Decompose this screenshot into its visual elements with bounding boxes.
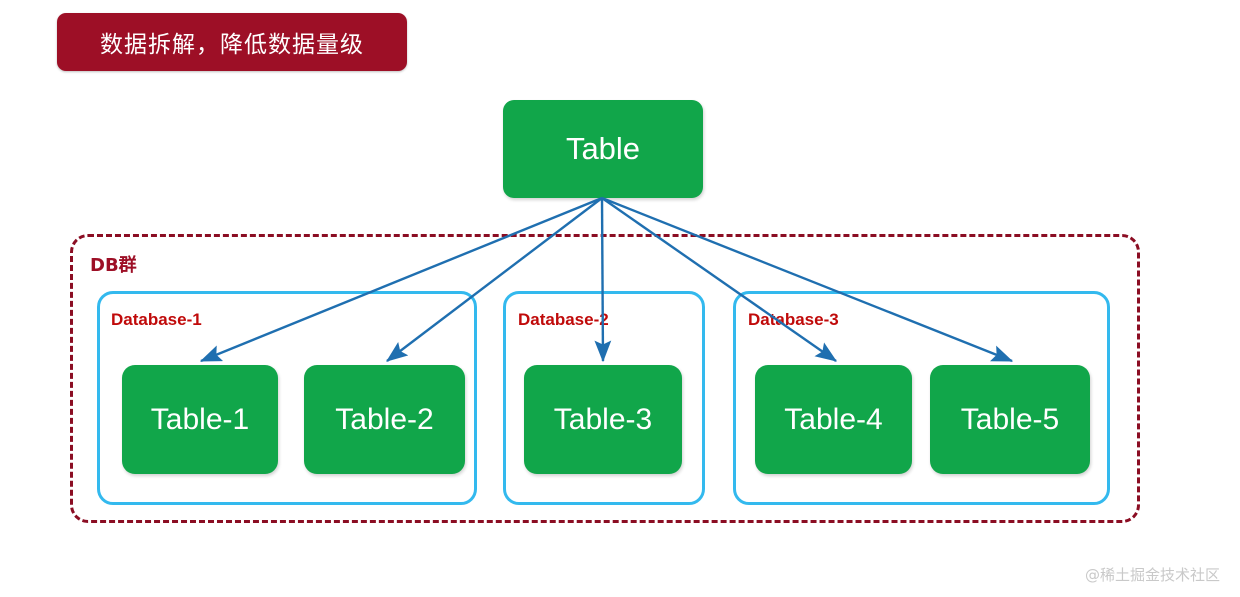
node-table[interactable]: Table-2 xyxy=(304,365,465,474)
node-table[interactable]: Table-1 xyxy=(122,365,278,474)
database-label: Database-1 xyxy=(111,310,202,329)
node-table[interactable]: Table-3 xyxy=(524,365,682,474)
node-root-table[interactable]: Table xyxy=(503,100,703,198)
node-table[interactable]: Table-4 xyxy=(755,365,912,474)
node-table-label: Table-4 xyxy=(784,402,883,436)
title-banner: 数据拆解，降低数据量级 xyxy=(57,13,407,71)
db-group-label: DB群 xyxy=(90,255,137,276)
node-table-label: Table-2 xyxy=(335,402,434,436)
node-table-label: Table-1 xyxy=(150,402,250,436)
node-table[interactable]: Table-5 xyxy=(930,365,1090,474)
database-label: Database-2 xyxy=(518,310,609,329)
database-label: Database-3 xyxy=(748,310,839,329)
node-table-label: Table-3 xyxy=(553,402,653,436)
node-table-label: Table-5 xyxy=(960,402,1060,436)
node-root-table-label: Table xyxy=(565,131,641,166)
watermark: @稀土掘金技术社区 xyxy=(1084,566,1220,584)
title-banner-text: 数据拆解，降低数据量级 xyxy=(100,32,364,58)
